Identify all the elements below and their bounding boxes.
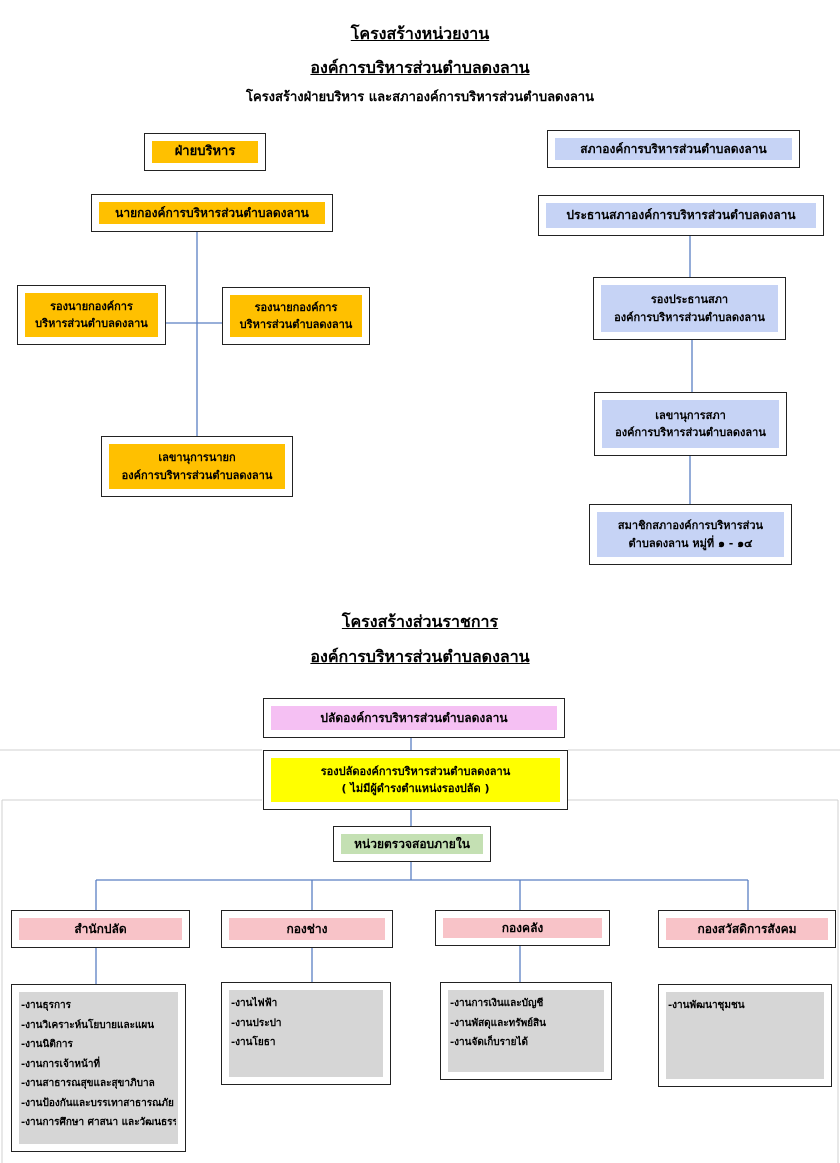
chief-administrator-label: ปลัดองค์การบริหารส่วนตำบลดงลาน [271, 706, 557, 730]
deputy-mayor-left-box: รองนายกองค์การ บริหารส่วนตำบลดงลาน [17, 285, 166, 345]
list-item: -งานประปา [231, 1017, 282, 1029]
division-welfare-box: กองสวัสดิการสังคม [658, 910, 836, 948]
council-header-label: สภาองค์การบริหารส่วนตำบลดงลาน [555, 138, 792, 160]
mayor-label: นายกองค์การบริหารส่วนตำบลดงลาน [99, 202, 325, 224]
list-item: -งานการเจ้าหน้าที่ [21, 1058, 101, 1070]
list-item: -งานป้องกันและบรรเทาสาธารณภัย [21, 1097, 174, 1109]
division-welfare-label: กองสวัสดิการสังคม [666, 918, 828, 940]
office-task-list: -งานธุรการ -งานวิเคราะห์นโยบายและแผน -งา… [11, 984, 186, 1152]
deputy-chief-label: รองปลัดองค์การบริหารส่วนตำบลดงลาน ( ไม่ม… [271, 758, 560, 802]
list-item: -งานจัดเก็บรายได้ [450, 1037, 529, 1048]
list-item: -งานนิติการ [21, 1039, 73, 1050]
executive-header-box: ฝ่ายบริหาร [144, 133, 266, 171]
list-item: -งานโยธา [231, 1037, 276, 1048]
mayor-secretary-label: เลขานุการนายก องค์การบริหารส่วนตำบลดงลาน [109, 444, 285, 489]
division-finance-box: กองคลัง [435, 910, 610, 946]
mayor-secretary-box: เลขานุการนายก องค์การบริหารส่วนตำบลดงลาน [101, 436, 293, 497]
list-item: -งานพัฒนาชุมชน [668, 1000, 745, 1011]
executive-header-label: ฝ่ายบริหาร [152, 141, 258, 163]
internal-audit-box: หน่วยตรวจสอบภายใน [333, 826, 491, 862]
council-secretary-label: เลขานุการสภา องค์การบริหารส่วนตำบลดงลาน [602, 400, 779, 448]
council-members-box: สมาชิกสภาองค์การบริหารส่วน ตำบลดงลาน หมู… [589, 504, 792, 565]
admin-org-name-title: องค์การบริหารส่วนตำบลดงลาน [310, 647, 530, 666]
welfare-task-list: -งานพัฒนาชุมชน [658, 984, 832, 1087]
division-office-box: สำนักปลัด [11, 910, 190, 948]
council-vice-president-label: รองประธานสภา องค์การบริหารส่วนตำบลดงลาน [601, 285, 778, 332]
council-vice-president-box: รองประธานสภา องค์การบริหารส่วนตำบลดงลาน [593, 277, 786, 340]
deputy-chief-box: รองปลัดองค์การบริหารส่วนตำบลดงลาน ( ไม่ม… [263, 750, 568, 810]
engineering-task-list: -งานไฟฟ้า -งานประปา -งานโยธา [221, 982, 391, 1085]
finance-task-list: -งานการเงินและบัญชี -งานพัสดุและทรัพย์สิ… [440, 982, 612, 1080]
division-engineering-label: กองช่าง [229, 918, 385, 940]
chief-administrator-box: ปลัดองค์การบริหารส่วนตำบลดงลาน [263, 698, 565, 738]
internal-audit-label: หน่วยตรวจสอบภายใน [341, 834, 483, 854]
list-item: -งานสาธารณสุขและสุขาภิบาล [21, 1078, 155, 1089]
list-item: -งานวิเคราะห์นโยบายและแผน [21, 1019, 155, 1031]
division-finance-label: กองคลัง [443, 918, 602, 938]
list-item: -งานธุรการ [21, 1000, 71, 1011]
division-office-label: สำนักปลัด [19, 918, 182, 940]
structure-subtitle: โครงสร้างฝ่ายบริหาร และสภาองค์การบริหารส… [246, 90, 594, 105]
council-president-box: ประธานสภาองค์การบริหารส่วนตำบลดงลาน [538, 195, 824, 236]
list-item: -งานการเงินและบัญชี [450, 998, 544, 1009]
background-frame [0, 749, 840, 1163]
admin-structure-title: โครงสร้างส่วนราชการ [341, 612, 499, 631]
division-engineering-box: กองช่าง [221, 910, 393, 948]
main-title: โครงสร้างหน่วยงาน [350, 24, 490, 43]
council-president-label: ประธานสภาองค์การบริหารส่วนตำบลดงลาน [546, 203, 816, 228]
deputy-mayor-right-label: รองนายกองค์การ บริหารส่วนตำบลดงลาน [230, 295, 362, 337]
council-header-box: สภาองค์การบริหารส่วนตำบลดงลาน [547, 130, 800, 168]
list-item: -งานไฟฟ้า [231, 998, 278, 1009]
list-item: -งานการศึกษา ศาสนา และวัฒนธรรม [21, 1117, 176, 1128]
council-secretary-box: เลขานุการสภา องค์การบริหารส่วนตำบลดงลาน [594, 392, 787, 456]
mayor-box: นายกองค์การบริหารส่วนตำบลดงลาน [91, 194, 333, 232]
org-name-title: องค์การบริหารส่วนตำบลดงลาน [310, 58, 530, 77]
list-item: -งานพัสดุและทรัพย์สิน [450, 1017, 546, 1029]
council-members-label: สมาชิกสภาองค์การบริหารส่วน ตำบลดงลาน หมู… [597, 512, 784, 557]
deputy-mayor-left-label: รองนายกองค์การ บริหารส่วนตำบลดงลาน [25, 293, 158, 337]
deputy-mayor-right-box: รองนายกองค์การ บริหารส่วนตำบลดงลาน [222, 287, 370, 345]
